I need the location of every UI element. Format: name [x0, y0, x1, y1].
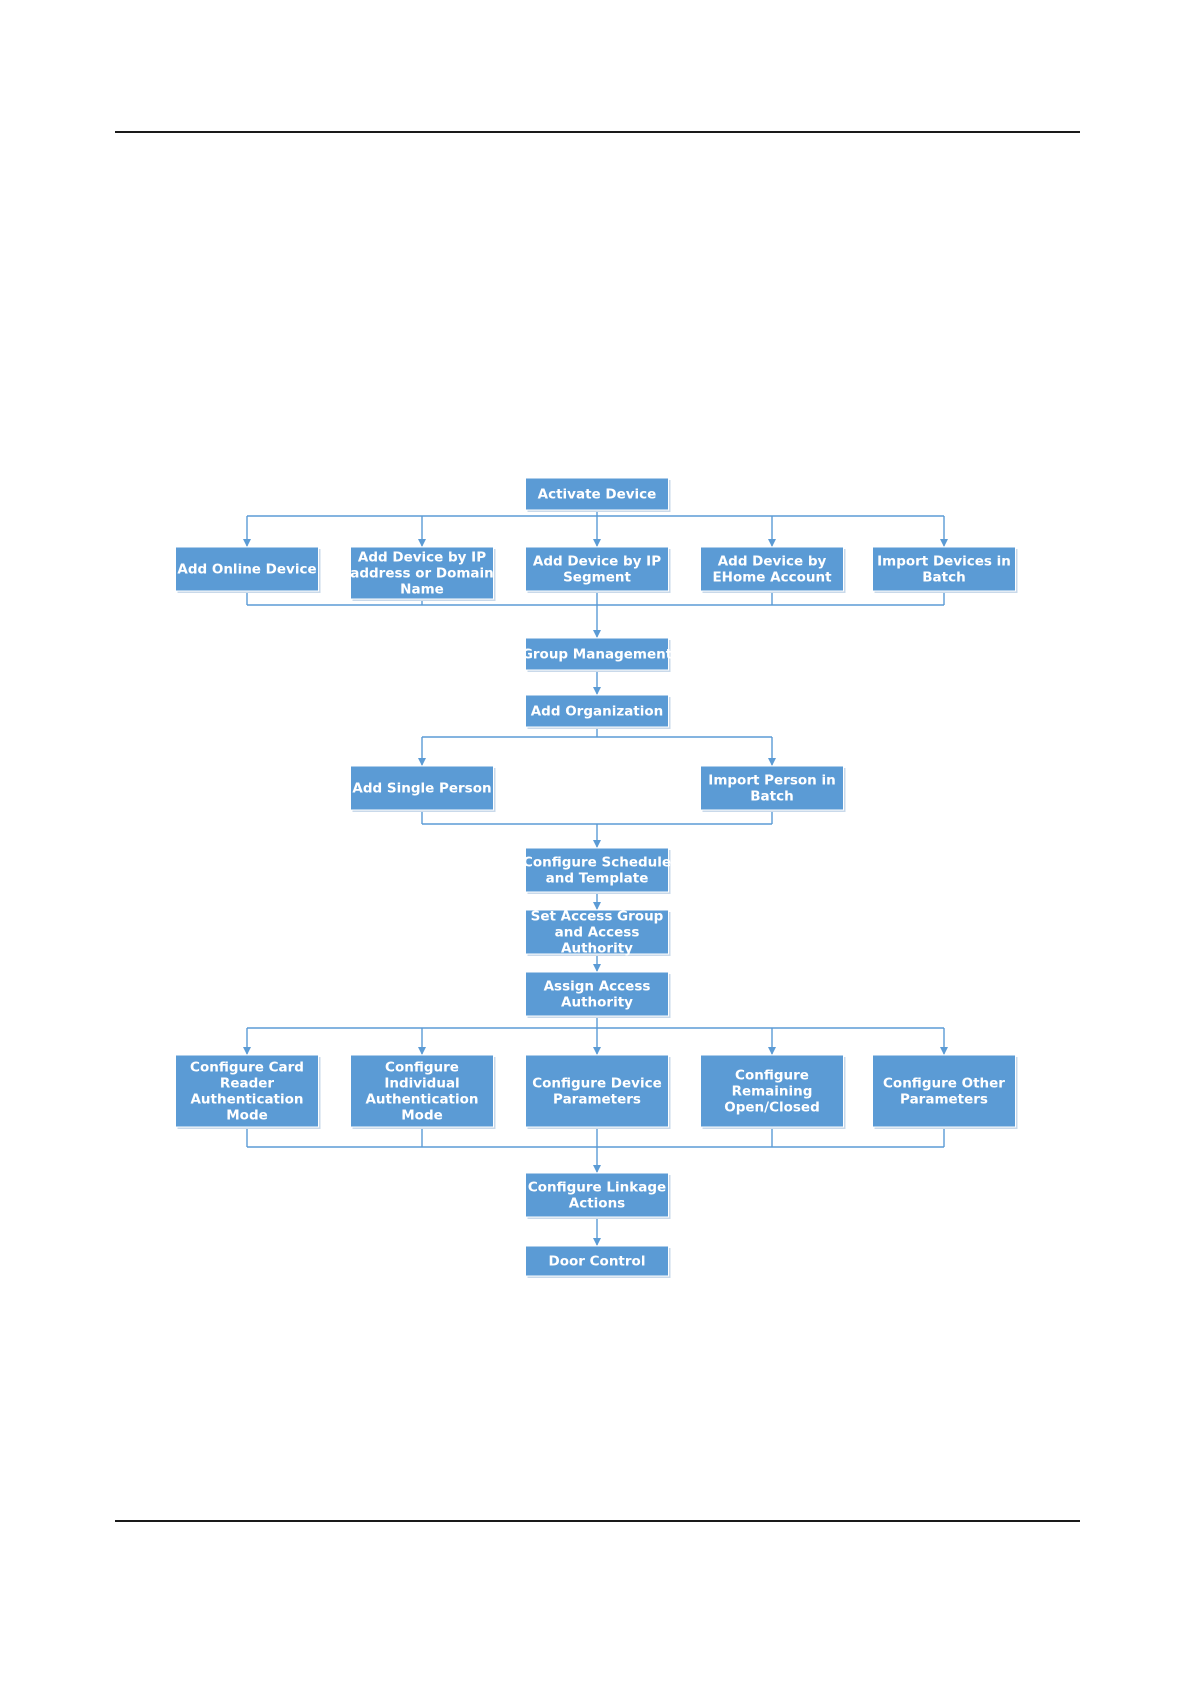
node-box: [525, 637, 669, 671]
footer-rule: [115, 1520, 1080, 1522]
node-label: Group Management: [522, 646, 673, 662]
node-box: [525, 477, 669, 511]
header-rule: [115, 131, 1080, 133]
node-box: [350, 765, 494, 811]
node-label: Add Single Person: [352, 780, 491, 796]
node-box: [872, 1054, 1016, 1128]
flow-node-activate: Activate Device: [525, 477, 671, 512]
node-box: [525, 909, 669, 955]
flow-node-door-control: Door Control: [525, 1245, 671, 1278]
node-label: Add Online Device: [177, 561, 316, 577]
flow-node-add-single-person: Add Single Person: [350, 765, 496, 812]
node-box: [700, 765, 844, 811]
flow-node-add-org: Add Organization: [525, 694, 671, 729]
node-box: [175, 546, 319, 592]
node-box: [525, 1245, 669, 1277]
flow-node-group-mgmt: Group Management: [522, 637, 673, 672]
node-box: [525, 847, 669, 893]
node-box: [525, 1172, 669, 1218]
node-box: [525, 546, 669, 592]
node-box: [175, 1054, 319, 1128]
node-box: [525, 694, 669, 728]
node-box: [700, 546, 844, 592]
node-label: Activate Device: [538, 486, 657, 502]
flow-node-add-online: Add Online Device: [175, 546, 321, 593]
node-label: Add Organization: [531, 703, 664, 719]
connector-lines: [243, 510, 948, 1246]
node-box: [350, 1054, 494, 1128]
node-box: [700, 1054, 844, 1128]
node-box: [525, 1054, 669, 1128]
node-box: [525, 971, 669, 1017]
node-label: Door Control: [549, 1253, 646, 1269]
node-box: [350, 546, 494, 600]
node-box: [872, 546, 1016, 592]
